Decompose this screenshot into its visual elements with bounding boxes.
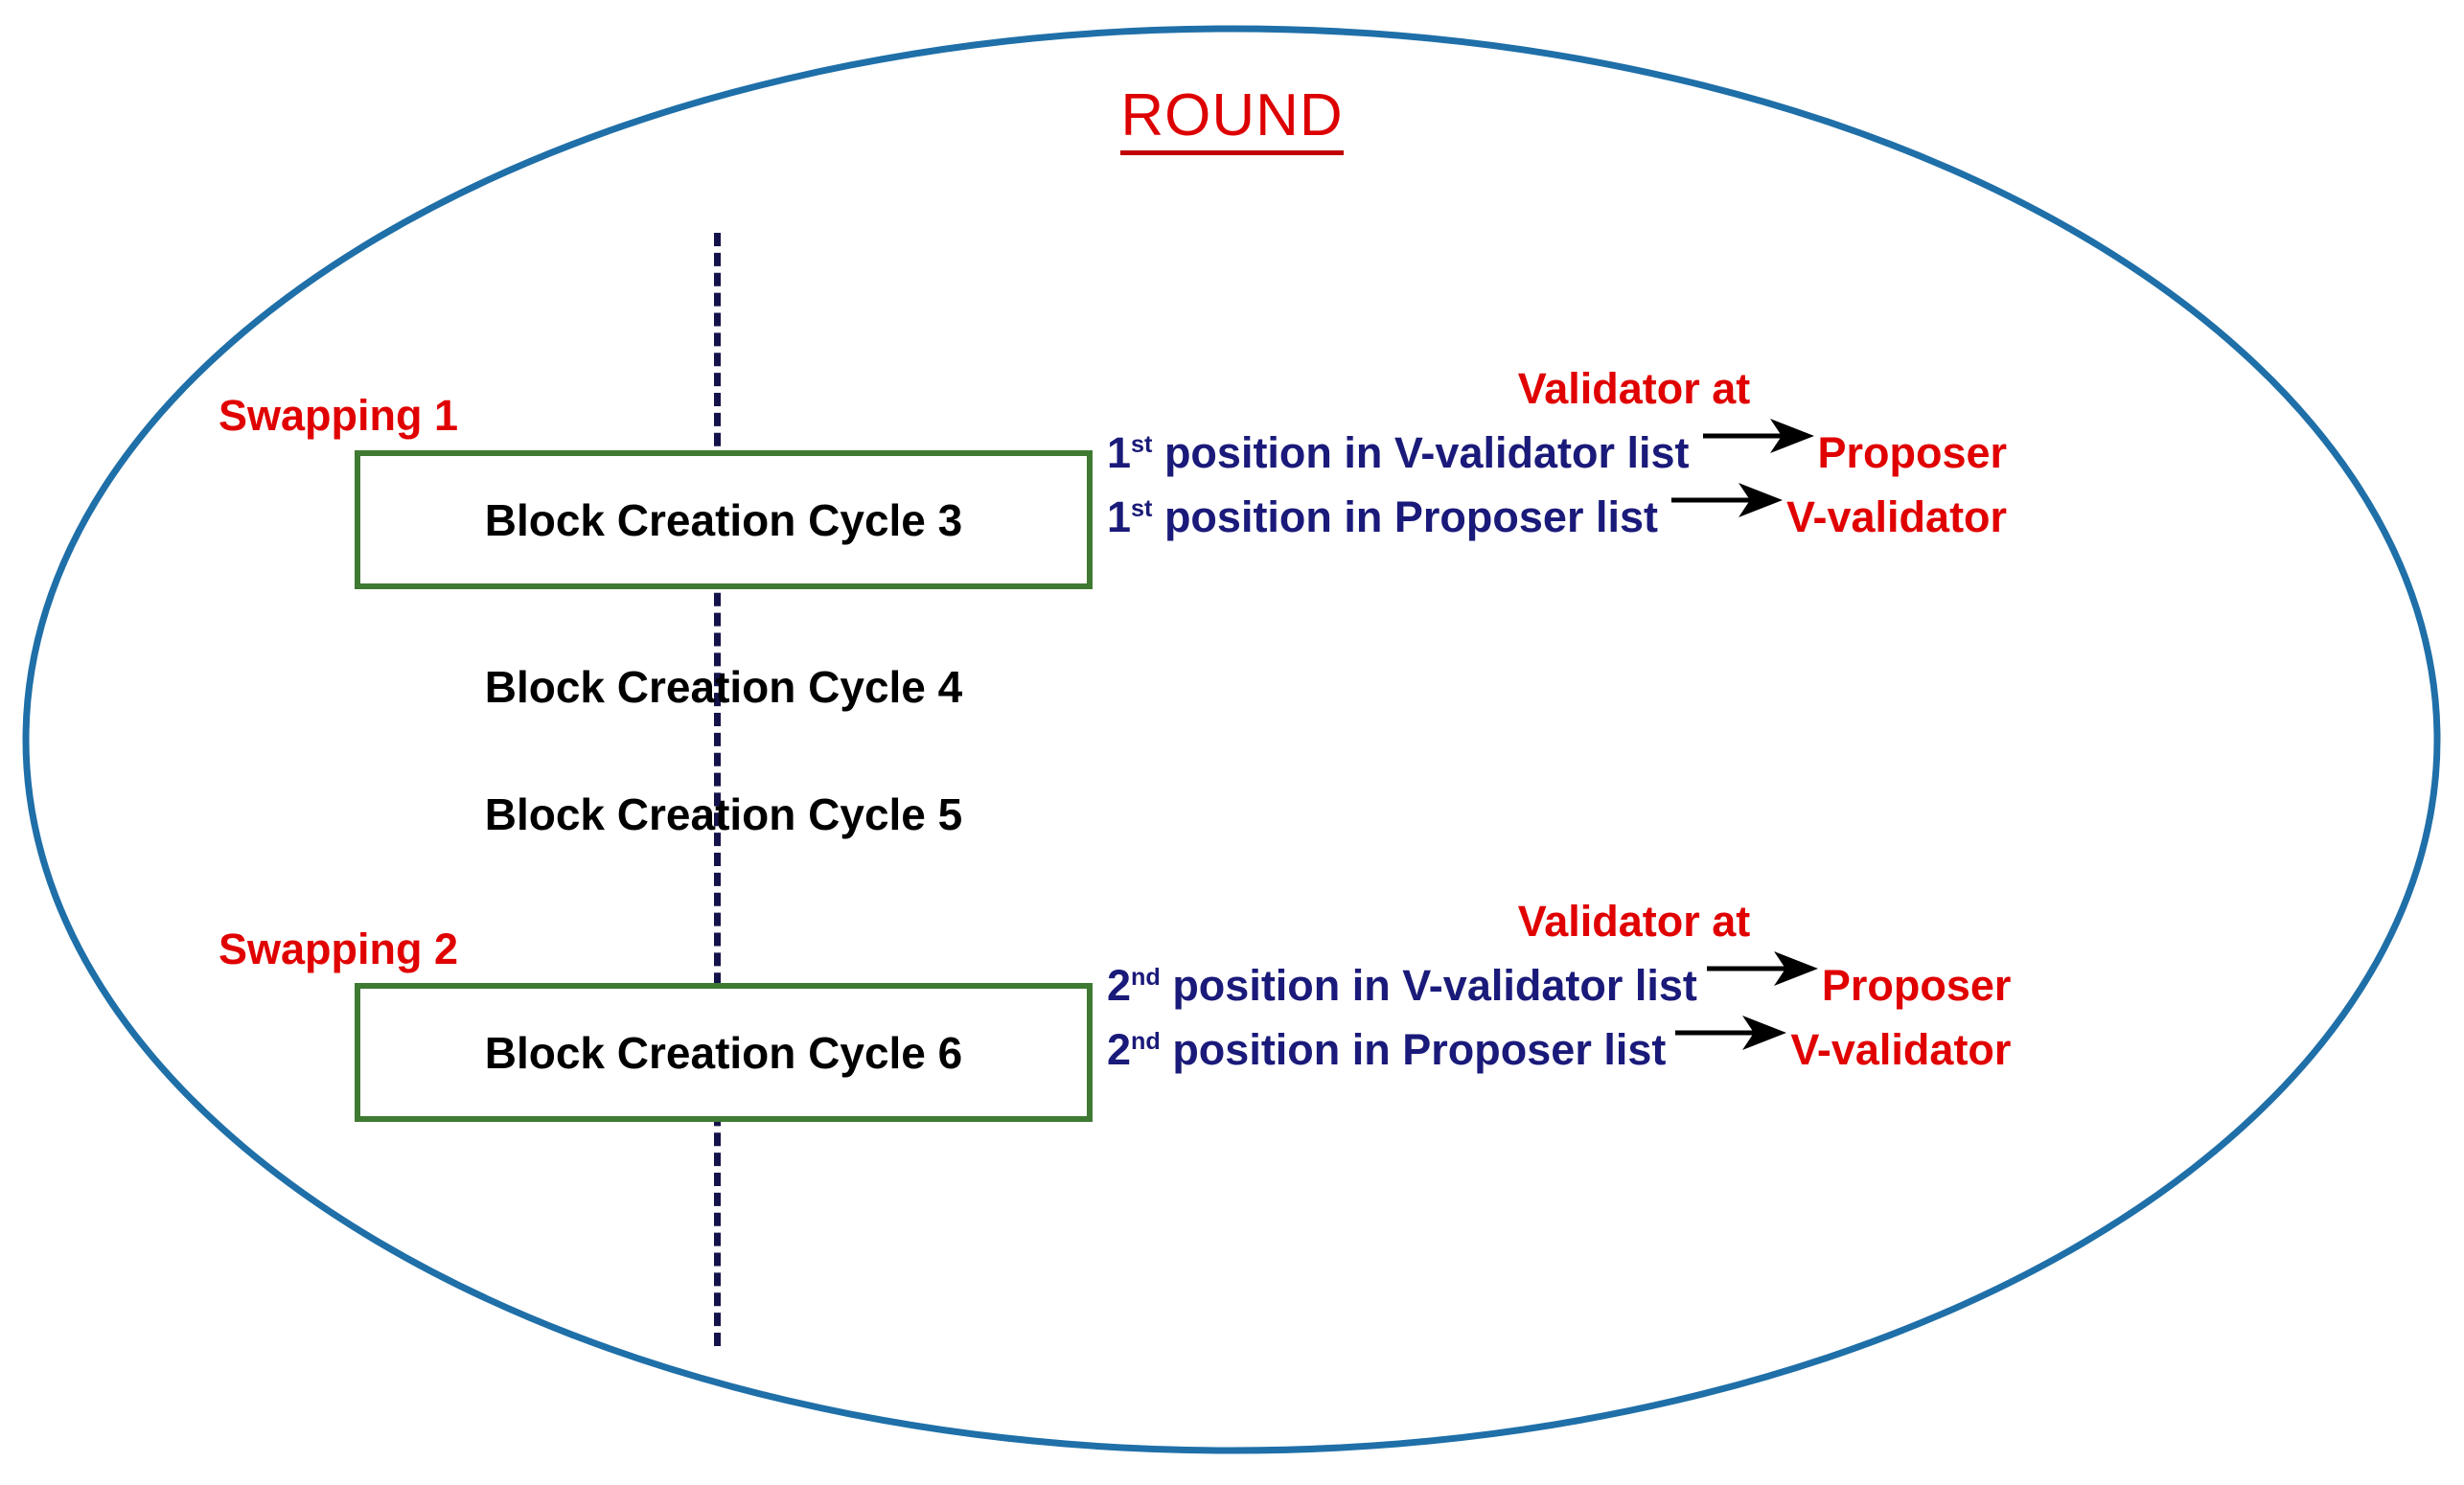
- swap-2-row-2-ordinal-suffix: nd: [1131, 1028, 1161, 1055]
- swap-1-row-2-from-text: position in Proposer list: [1152, 492, 1658, 541]
- swap-2-row-1-ordinal-suffix: nd: [1131, 964, 1161, 991]
- cycle-label-4: Block Creation Cycle 4: [484, 662, 963, 712]
- page-title-text: ROUND: [1120, 82, 1344, 155]
- swap-2-row-1-from: 2nd position in V-validator list: [1107, 961, 1697, 1011]
- round-ellipse-shape: [22, 25, 2441, 1454]
- swap-1-row-1-from: 1st position in V-validator list: [1107, 428, 1690, 478]
- swap-2-mapping-row-1: 2nd position in V-validator list Propose…: [1107, 951, 2314, 1011]
- cycle-box-3: Block Creation Cycle 3: [355, 450, 1093, 589]
- cycle-label-3: Block Creation Cycle 3: [484, 494, 963, 545]
- swap-1-row-2-ordinal: 1: [1107, 492, 1132, 541]
- cycle-label-6: Block Creation Cycle 6: [484, 1027, 963, 1078]
- cycle-box-6: Block Creation Cycle 6: [355, 983, 1093, 1122]
- swapping-2-label: Swapping 2: [219, 925, 459, 973]
- cycle-label-5: Block Creation Cycle 5: [484, 789, 963, 839]
- swap-1-mapping-row-1: 1st position in V-validator list Propose…: [1107, 419, 2314, 478]
- swap-2-row-1-ordinal: 2: [1107, 961, 1132, 1010]
- swap-1-row-1-to: Proposer: [1817, 428, 2008, 477]
- swap-2-heading: Validator at: [1517, 897, 1751, 946]
- swap-2-row-2-to: V-validator: [1790, 1025, 2012, 1074]
- swap-1-row-2-ordinal-suffix: st: [1131, 495, 1153, 522]
- page-title: ROUND: [0, 81, 2464, 155]
- right-arrow-icon: [1675, 1013, 1788, 1053]
- swap-1-row-2-from: 1st position in Proposer list: [1107, 492, 1658, 542]
- swap-2-row-2-ordinal: 2: [1107, 1025, 1132, 1074]
- right-arrow-icon: [1702, 416, 1816, 456]
- right-arrow-icon: [1706, 948, 1820, 989]
- swapping-1-label: Swapping 1: [219, 391, 459, 440]
- swap-1-heading: Validator at: [1517, 364, 1751, 413]
- swap-1-detail: Validator at 1st position in V-validator…: [1107, 364, 2314, 542]
- swap-1-row-2-to: V-validator: [1785, 492, 2008, 541]
- swap-2-row-2-from-text: position in Proposer list: [1160, 1025, 1667, 1074]
- swap-2-row-2-from: 2nd position in Proposer list: [1107, 1025, 1666, 1075]
- dashed-divider: [714, 233, 721, 1346]
- swap-2-row-1-to: Proposer: [1821, 961, 2012, 1010]
- right-arrow-icon: [1670, 480, 1785, 520]
- swap-1-mapping-row-2: 1st position in Proposer list V-validato…: [1107, 483, 2314, 542]
- swap-2-row-1-from-text: position in V-validator list: [1160, 961, 1697, 1010]
- swap-1-row-1-ordinal-suffix: st: [1131, 431, 1153, 458]
- swap-2-detail: Validator at 2nd position in V-validator…: [1107, 897, 2314, 1075]
- swap-2-mapping-row-2: 2nd position in Proposer list V-validato…: [1107, 1016, 2314, 1075]
- swap-1-row-1-from-text: position in V-validator list: [1152, 428, 1690, 477]
- swap-1-row-1-ordinal: 1: [1107, 428, 1132, 477]
